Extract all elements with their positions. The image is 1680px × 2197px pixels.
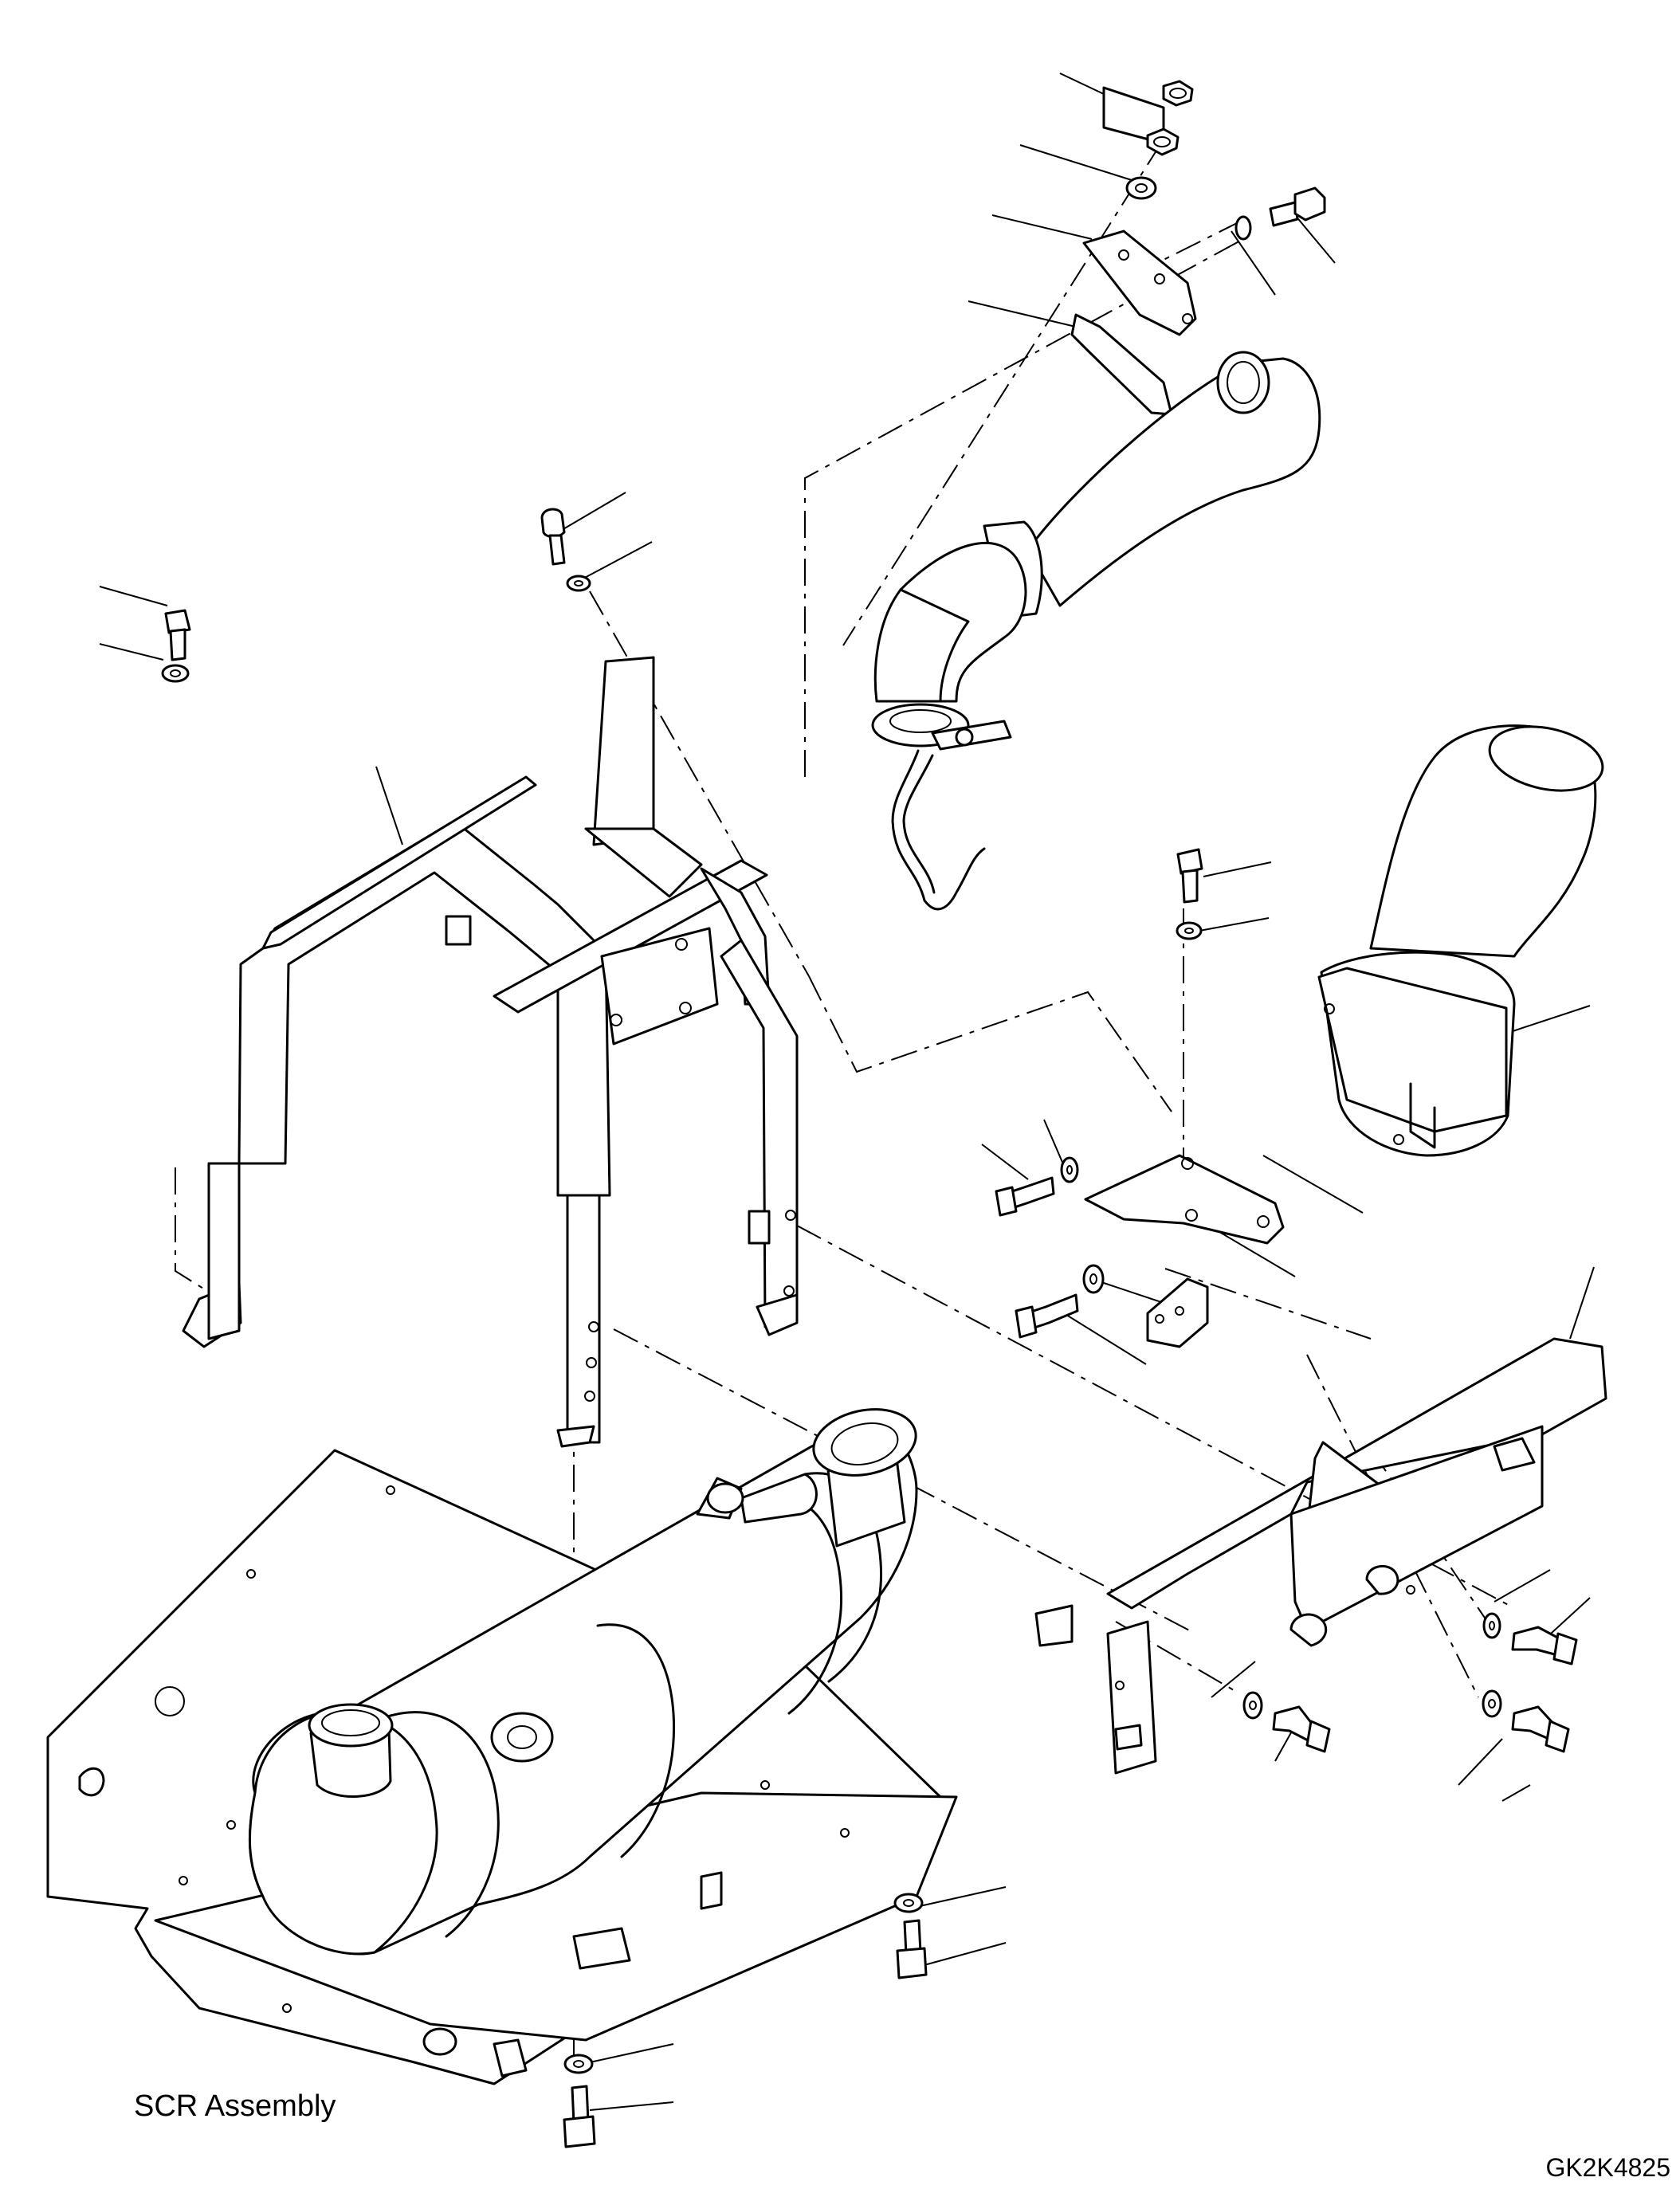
bolt-icon: [164, 609, 191, 661]
bolt-icon: [995, 1176, 1055, 1217]
washer-icon: [1482, 1612, 1501, 1639]
bolt-icon: [540, 508, 566, 566]
support-rail-icon: [1034, 1337, 1607, 1775]
washer-icon: [1082, 1264, 1105, 1294]
washer-icon: [563, 2054, 594, 2074]
support-bracket-icon: [1082, 230, 1197, 336]
washer-icon: [566, 575, 591, 592]
exhaust-elbow-pipe-icon: [871, 351, 1321, 911]
top-mount-hardware: [1070, 80, 1326, 416]
scr-muffler-icon: [46, 1408, 958, 2085]
washer-icon: [893, 1893, 924, 1913]
drawing-number: GK2K4825: [1545, 2153, 1670, 2182]
bolt-icon: [1176, 848, 1203, 904]
mount-frame-icon: [182, 656, 799, 1448]
nut-icon: [1162, 80, 1194, 107]
washer-icon: [1482, 1689, 1502, 1718]
washer-icon: [1060, 1156, 1079, 1183]
bolt-icon: [1511, 1705, 1570, 1753]
bolt-icon: [1511, 1626, 1578, 1665]
nut-icon: [1146, 128, 1180, 156]
washer-icon: [1176, 921, 1203, 940]
diagram-caption: SCR Assembly: [134, 2089, 336, 2123]
washer-icon: [1234, 215, 1252, 241]
washer-icon: [161, 664, 190, 683]
bolt-icon: [1015, 1293, 1079, 1339]
bolt-icon: [896, 1919, 928, 1979]
bolt-icon: [1269, 201, 1299, 227]
tail-elbow-pipe-icon: [1317, 724, 1604, 1157]
washer-icon: [1242, 1691, 1263, 1720]
support-bracket-icon: [1084, 1154, 1285, 1348]
bolt-icon: [1272, 1705, 1331, 1753]
bolt-icon: [563, 2085, 596, 2148]
washer-icon: [1125, 176, 1157, 200]
